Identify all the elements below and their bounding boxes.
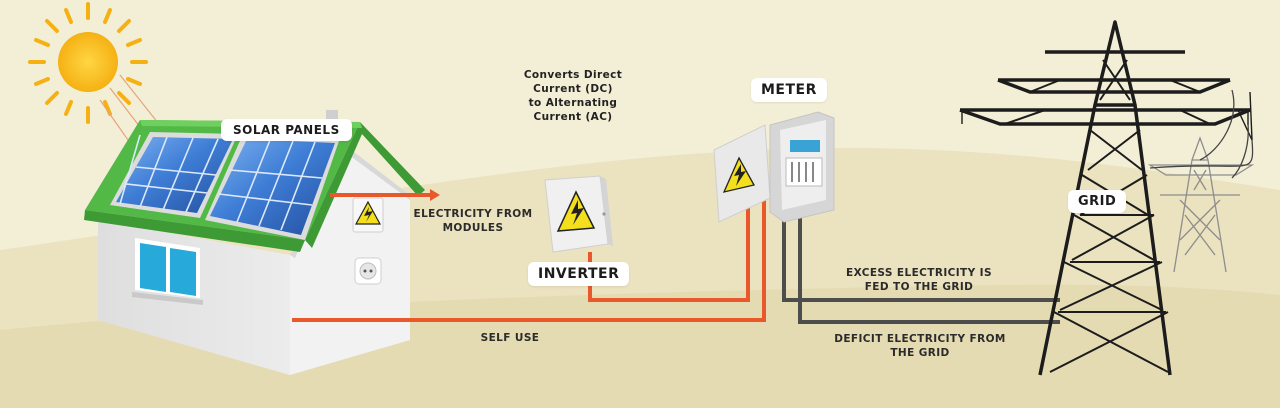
excess-annotation: EXCESS ELECTRICITY IS FED TO THE GRID (826, 266, 1012, 294)
transmission-tower-icon-far (1147, 136, 1255, 273)
deficit-annotation: DEFICIT ELECTRICITY FROM THE GRID (818, 332, 1022, 360)
self-use-annotation: SELF USE (460, 331, 560, 345)
deficit-annotation-line: THE GRID (890, 347, 950, 359)
solar-panels-label: SOLAR PANELS (221, 119, 352, 141)
inverter-description-line: Current (AC) (533, 111, 613, 123)
meter-cabinet (713, 111, 835, 223)
inverter-label: INVERTER (528, 262, 630, 286)
modules-annotation: ELECTRICITY FROM MODULES (405, 207, 541, 235)
solar-panel-left (110, 132, 238, 218)
inverter-description-line: Converts Direct (523, 69, 623, 81)
inverter-description: Converts Direct Current (DC) to Alternat… (510, 68, 636, 124)
inverter-box (544, 175, 613, 253)
excess-annotation-line: FED TO THE GRID (864, 281, 974, 293)
meter-label: METER (751, 78, 827, 102)
modules-annotation-line: MODULES (442, 222, 504, 234)
solar-panel-right (205, 134, 340, 240)
transmission-tower-icon (959, 20, 1253, 376)
power-lines (1149, 89, 1254, 179)
grid-label: GRID (1068, 190, 1127, 213)
high-voltage-warning-icon (556, 190, 596, 232)
excess-annotation-line: EXCESS ELECTRICITY IS (846, 267, 992, 279)
power-socket-icon (354, 257, 382, 285)
house-breaker-box (352, 197, 384, 233)
inverter-description-line: Current (DC) (533, 83, 613, 95)
deficit-annotation-line: DEFICIT ELECTRICITY FROM (834, 333, 1006, 345)
inverter-description-line: to Alternating (528, 97, 618, 109)
high-voltage-warning-icon (722, 156, 755, 193)
wiring (292, 189, 1060, 324)
window (132, 238, 203, 305)
self-use-label: SELF USE (480, 332, 540, 344)
sun-icon (28, 2, 148, 124)
modules-annotation-line: ELECTRICITY FROM (413, 208, 533, 220)
